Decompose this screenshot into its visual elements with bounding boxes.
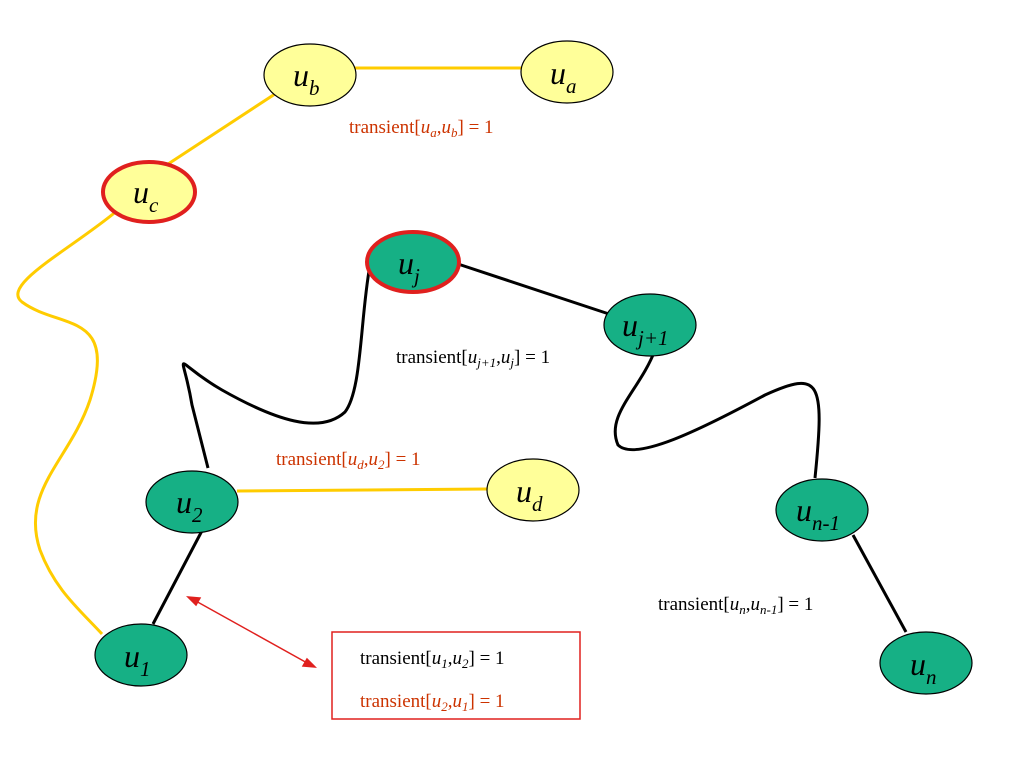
node-uj-sub: j: [411, 264, 420, 288]
yellow-edges: [16, 66, 522, 636]
svg-text:un: un: [910, 646, 937, 689]
node-uj1-base: u: [622, 307, 638, 343]
node-u1-base: u: [124, 638, 140, 674]
node-ub-base: u: [293, 57, 309, 93]
node-ua: ua: [520, 40, 614, 104]
node-uj1: uj+1: [603, 293, 697, 357]
svg-text:uj+1: uj+1: [622, 307, 669, 350]
node-ua-sub: a: [566, 74, 577, 98]
node-u2-base: u: [176, 484, 192, 520]
label-uj1-uj: transient[uj+1,uj] = 1: [396, 347, 550, 370]
svg-text:ub: ub: [293, 57, 320, 100]
node-un1: un-1: [775, 478, 869, 542]
node-ua-base: u: [550, 55, 566, 91]
node-u1-sub: 1: [140, 657, 151, 681]
double-arrow: [186, 596, 317, 668]
edge-uc-u1-wave: [16, 208, 119, 636]
box-label-u2-u1: transient[u2,u1] = 1: [360, 691, 505, 714]
label-ud-u2: transient[ud,u2] = 1: [276, 449, 421, 472]
transient-box: transient[u1,u2] = 1 transient[u2,u1] = …: [331, 631, 581, 720]
node-ud-base: u: [516, 473, 532, 509]
edge-u2-ud: [236, 487, 488, 493]
node-uc-base: u: [133, 174, 149, 210]
node-uc-sub: c: [149, 193, 159, 217]
node-ud: ud: [486, 458, 580, 522]
node-uj1-sub: j+1: [635, 326, 669, 350]
svg-text:u1: u1: [124, 638, 151, 681]
svg-text:ud: ud: [516, 473, 543, 516]
label-ua-ub: transient[ua,ub] = 1: [349, 117, 494, 140]
node-u2: u2: [145, 470, 239, 534]
node-un-base: u: [910, 646, 926, 682]
node-u2-sub: 2: [192, 503, 203, 527]
node-un: un: [879, 631, 973, 695]
black-edges: [151, 262, 908, 633]
label-un-un1: transient[un,un-1] = 1: [658, 594, 813, 617]
svg-text:uj: uj: [398, 245, 420, 288]
svg-text:uc: uc: [133, 174, 159, 217]
node-uc: uc: [101, 160, 197, 224]
edge-u2-u1: [151, 524, 207, 625]
edge-uj1-un1-wave: [613, 349, 821, 479]
edge-uj-uj1: [457, 262, 610, 316]
node-un-sub: n: [926, 665, 937, 689]
node-ub-sub: b: [309, 76, 320, 100]
edge-ub-uc: [161, 90, 279, 170]
node-un1-base: u: [796, 492, 812, 528]
svg-text:u2: u2: [176, 484, 203, 527]
edge-uj-u2-wave: [181, 264, 372, 469]
node-ud-sub: d: [532, 492, 543, 516]
svg-text:un-1: un-1: [796, 492, 840, 535]
edge-un1-un: [851, 534, 908, 633]
svg-text:ua: ua: [550, 55, 577, 98]
node-un1-sub: n-1: [812, 511, 840, 535]
node-u1: u1: [94, 623, 188, 687]
node-ub: ub: [263, 43, 357, 107]
node-uj: uj: [365, 230, 461, 294]
node-uj-base: u: [398, 245, 414, 281]
box-label-u1-u2: transient[u1,u2] = 1: [360, 648, 505, 671]
